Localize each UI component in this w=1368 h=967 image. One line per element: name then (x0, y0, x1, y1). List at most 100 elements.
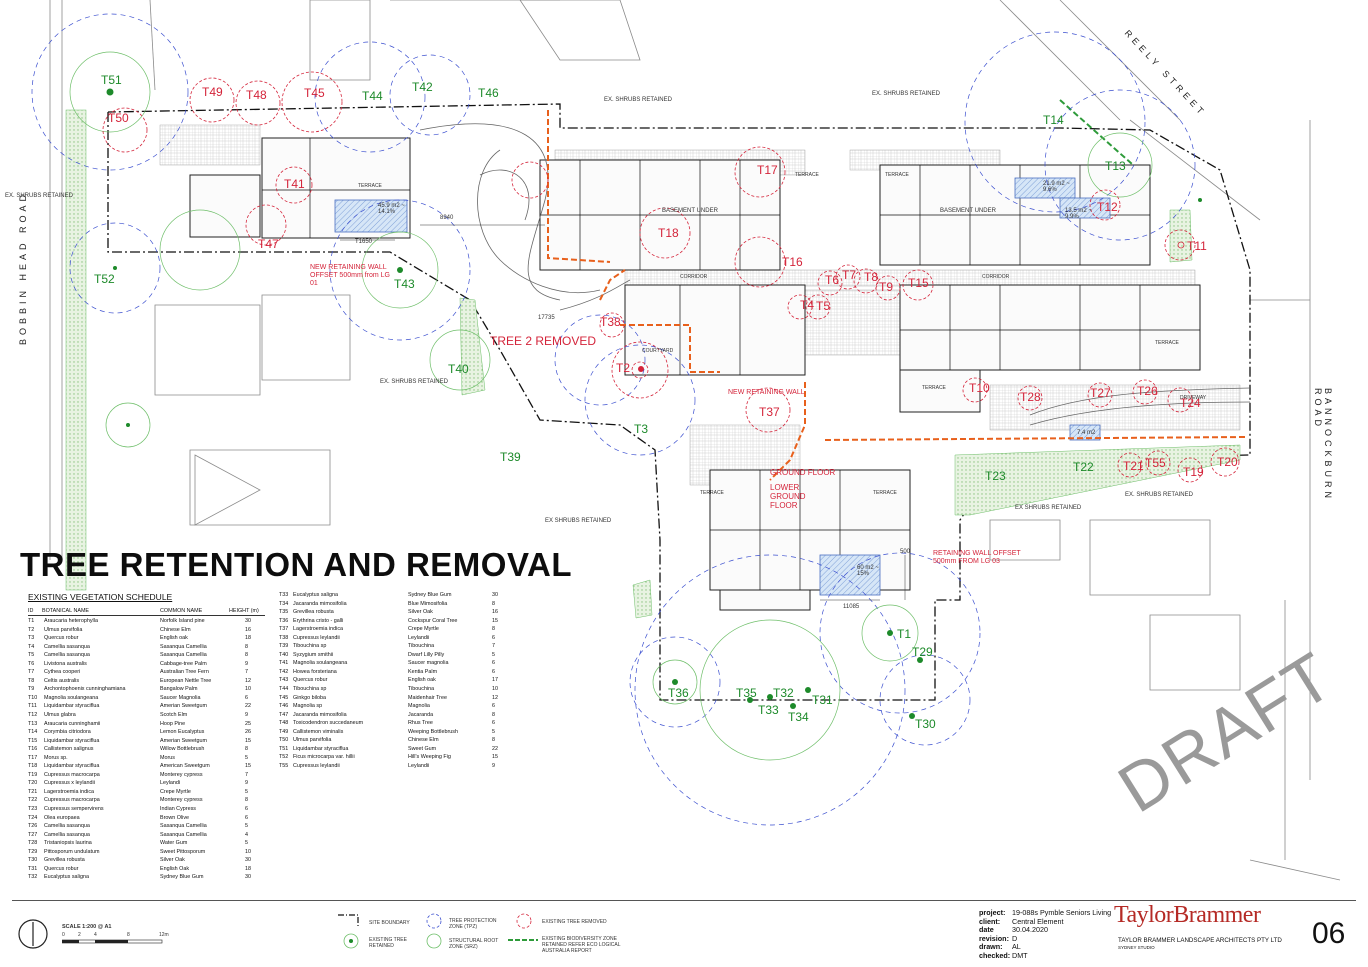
revision-label: revision: (979, 933, 1009, 943)
schedule-cell: Grevillea robusta (293, 609, 334, 616)
driveway (419, 123, 1251, 426)
schedule-cell: Erythrina cristo - galli (293, 617, 344, 624)
schedule-cell: 8 (245, 746, 248, 753)
schedule-cell: 8 (245, 643, 248, 650)
schedule-cell: Sasanqua Camellia (160, 831, 207, 838)
schedule-cell: T31 (28, 865, 38, 872)
schedule-cell: 9 (245, 780, 248, 787)
schedule-cell: Leylandii (408, 762, 430, 769)
schedule-cell: English Oak (160, 865, 190, 872)
schedule-cell: Cupressus macrocarpa (44, 771, 100, 778)
annotation-terrace: TERRACE (885, 172, 909, 178)
schedule-cell: Maidenhair Tree (408, 694, 447, 701)
tree-label-retained: T14 (1043, 113, 1064, 127)
schedule-cell: T23 (28, 806, 38, 813)
scale-tick: 0 (62, 932, 65, 938)
schedule-cell: T35 (279, 609, 289, 616)
annotation-dimension: 500 (900, 549, 911, 555)
schedule-cell: Cabbage-tree Palm (160, 660, 207, 667)
schedule-cell: 7 (245, 771, 248, 778)
schedule-header-botanical: BOTANICAL NAME (42, 608, 90, 614)
annotation-terrace: TERRACE (700, 490, 724, 496)
biodiversity-zones (65, 109, 1241, 619)
schedule-cell: T27 (28, 831, 38, 838)
schedule-cell: Sasanqua Camellia (160, 652, 207, 659)
schedule-cell: Camellia sasanqua (44, 652, 90, 659)
schedule-cell: Cupressus leylandii (293, 634, 340, 641)
schedule-cell: Hoop Pine (160, 720, 186, 727)
schedule-cell: T42 (279, 668, 289, 675)
schedule-cell: 6 (245, 806, 248, 813)
schedule-cell: T45 (279, 694, 289, 701)
schedule-cell: Morus sp. (44, 754, 68, 761)
drawn-value: AL (1012, 942, 1021, 952)
annotation-terrace: TERRACE (873, 490, 897, 496)
tree-label-removed: T48 (246, 88, 267, 102)
schedule-cell: 8 (492, 711, 495, 718)
retained-tree-dots (106, 88, 1202, 719)
tree-label-removed: T28 (1020, 390, 1041, 404)
blue-areas (334, 177, 1111, 596)
project-value: 19-088s Pymble Seniors Living (1012, 908, 1112, 917)
schedule-cell: Crepe Myrtle (160, 788, 191, 795)
brand-company-name: TAYLOR BRAMMER LANDSCAPE ARCHITECTS PTY … (1118, 937, 1282, 944)
scale-tick: 2 (78, 932, 81, 938)
schedule-cell: Weeping Bottlebrush (408, 728, 458, 735)
tree-label-retained: T33 (758, 703, 779, 717)
schedule-header: COMMON NAME (160, 607, 202, 616)
schedule-cell: T34 (279, 600, 289, 607)
schedule-cell: Quercus robur (44, 865, 79, 872)
schedule-cell: 22 (245, 703, 251, 710)
schedule-cell: T16 (28, 746, 38, 753)
annotation-terrace: TERRACE (795, 172, 819, 178)
schedule-cell: 8 (245, 797, 248, 804)
schedule-cell: Araucaria heterophylla (44, 618, 98, 624)
annotation-ex-shrubs: EX. SHRUBS RETAINED (604, 97, 672, 103)
schedule-cell: 6 (245, 694, 248, 701)
legend-tree-retained-symbol (343, 933, 359, 949)
scale-label: SCALE 1:200 @ A1 (62, 924, 112, 930)
schedule-cell: Magnolia soulangeana (293, 660, 348, 667)
schedule-cell: T14 (28, 729, 38, 736)
annotation-terrace: TERRACE (1155, 340, 1179, 346)
schedule-cell: Toxicodendron succedaneum (293, 720, 364, 727)
tree-label-removed: T38 (600, 315, 621, 329)
schedule-cell: Livistona australis (44, 660, 87, 667)
tree-label-removed: T55 (1145, 456, 1166, 470)
schedule-cell: 30 (492, 592, 498, 598)
annotation-area: 60 m2 ~ 15% (857, 565, 879, 577)
schedule-header: ID (28, 607, 33, 616)
schedule-cell: Australian Tree Fern (160, 669, 209, 676)
schedule-cell: T3 (28, 635, 35, 642)
schedule-cell: 15 (492, 754, 498, 761)
schedule-cell: 8 (492, 626, 495, 633)
schedule-cell: T28 (28, 840, 38, 847)
annotation-area: 45.9 m2 ~ 14.1% (378, 203, 405, 215)
schedule-cell: Morus (160, 754, 175, 761)
schedule-cell: T13 (28, 720, 38, 727)
tree-label-removed: T20 (1217, 455, 1238, 469)
annotation-area: 7.4 m2 (1077, 430, 1096, 436)
schedule-cell: Grevillea robusta (44, 857, 85, 864)
schedule-cell: 30 (245, 874, 251, 881)
legend-tree-removed: EXISTING TREE REMOVED (542, 919, 607, 925)
tree-label-removed: T2 (616, 361, 631, 375)
schedule-cell: Araucaria cunninghamii (44, 720, 101, 727)
schedule-cell: Jacaranda mimosifolia (293, 600, 347, 607)
schedule-cell: Magnolia sp (293, 703, 323, 710)
schedule-cell: Liquidambar styraciflua (44, 763, 100, 770)
schedule-cell: Sweet Gum (408, 745, 437, 752)
schedule-cell: T33 (279, 592, 289, 598)
legend-biodiversity-symbol (508, 939, 538, 941)
schedule-cell: 6 (492, 660, 495, 667)
tree-label-removed: T18 (658, 226, 679, 240)
schedule-cell: T2 (28, 626, 35, 633)
schedule-cell: Sydney Blue Gum (160, 874, 204, 881)
schedule-cell: Amerian Sweetgum (160, 737, 208, 744)
context-buildings (49, 0, 1341, 881)
scale-tick: 8 (127, 932, 130, 938)
date-label: date (979, 925, 994, 935)
